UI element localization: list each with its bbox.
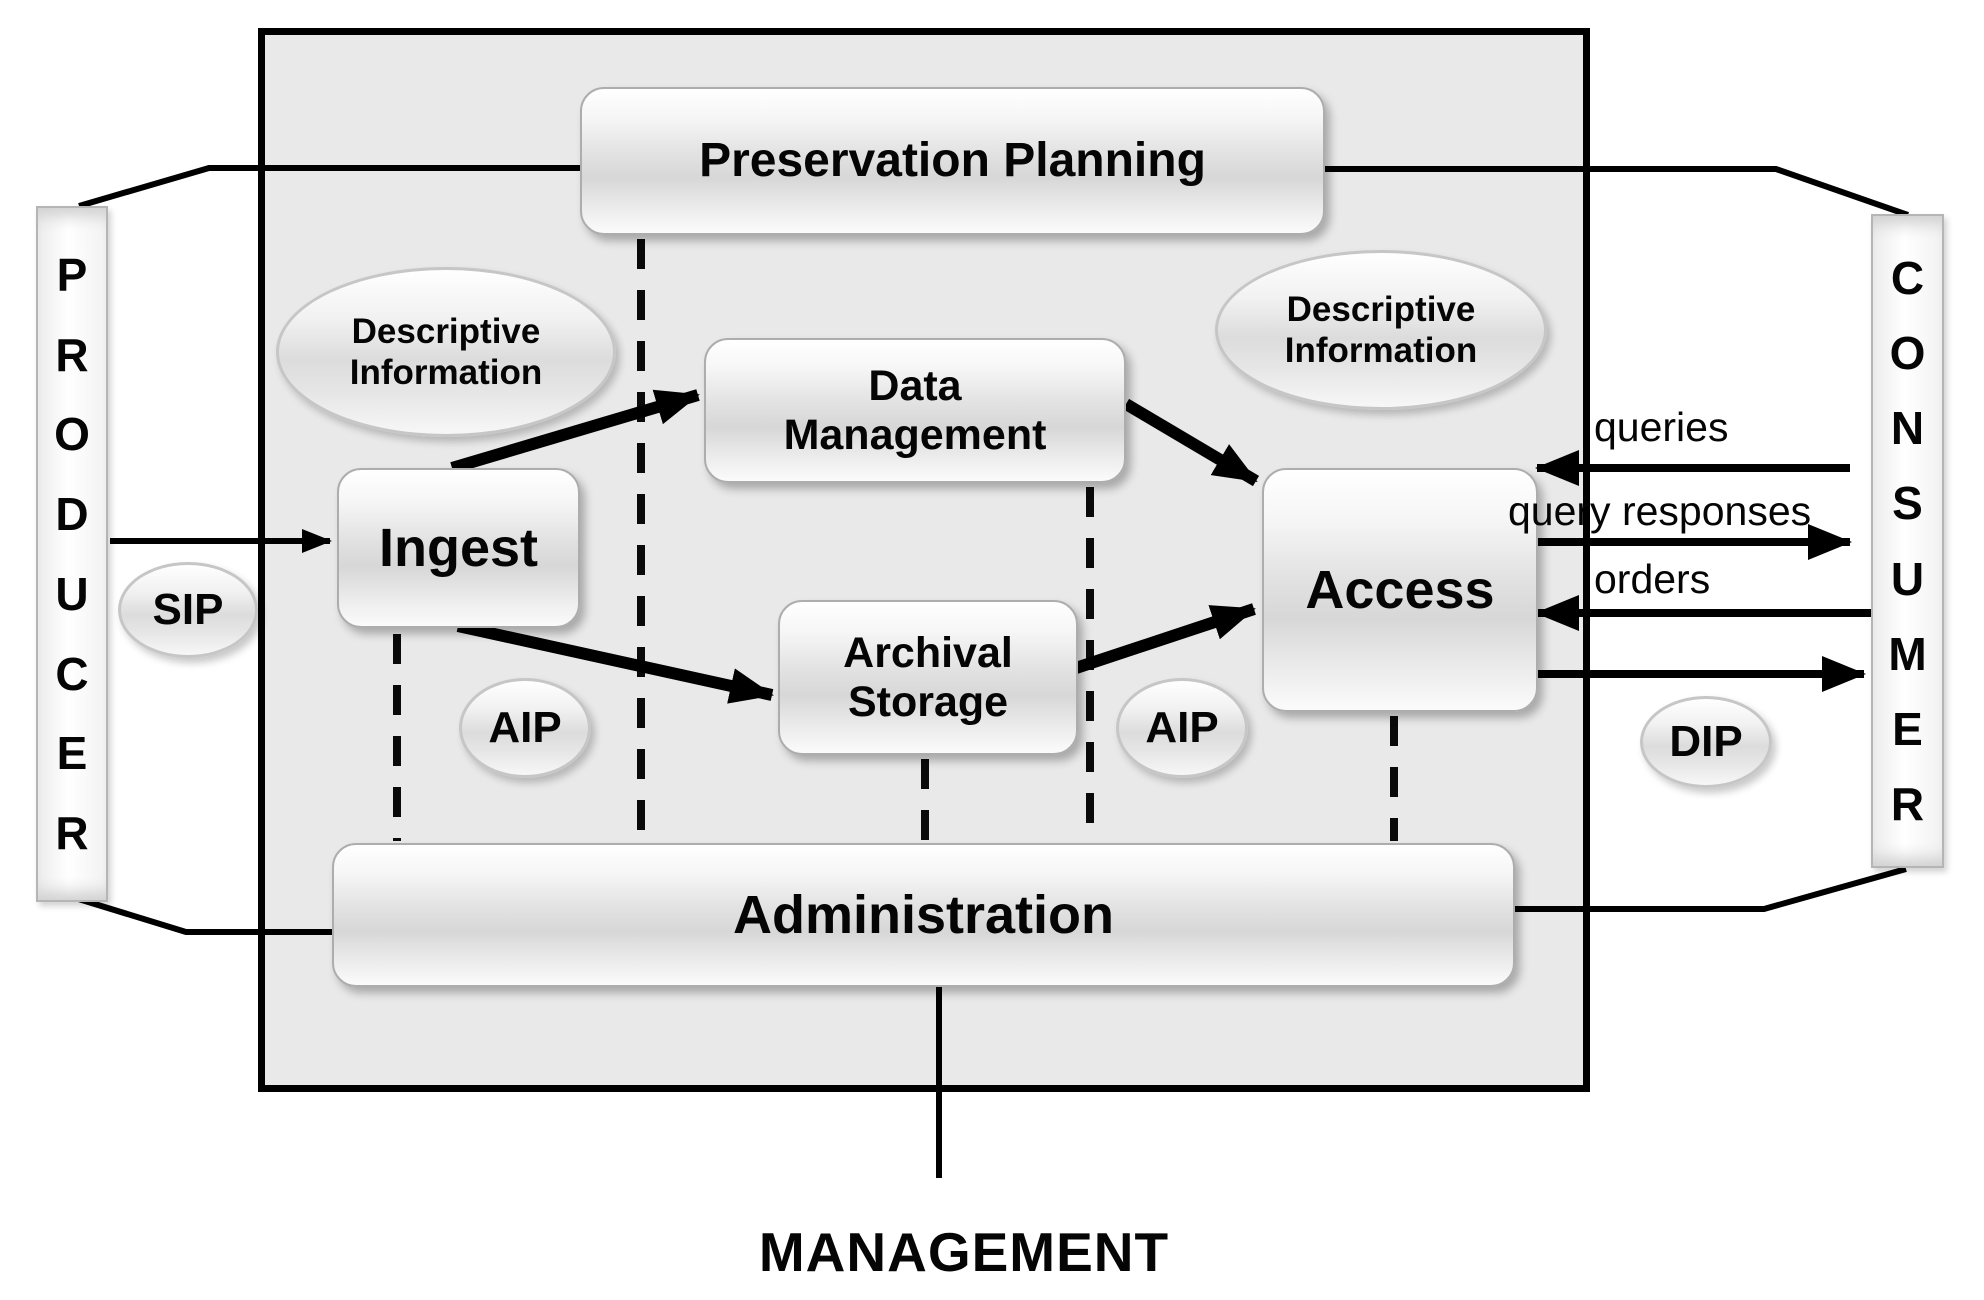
ellipse-descriptive-information-left: Descriptive Information bbox=[276, 267, 616, 437]
consumer-letter: M bbox=[1888, 627, 1927, 680]
aip-left-label: AIP bbox=[488, 703, 562, 753]
dip-label: DIP bbox=[1669, 717, 1743, 767]
box-archival-storage: Archival Storage bbox=[778, 600, 1078, 755]
administration-to-consumer-line bbox=[1514, 866, 1907, 912]
producer-bar: P R O D U C E R bbox=[36, 206, 108, 902]
data-management-label-line2: Management bbox=[783, 410, 1047, 459]
descriptive-information-right-line1: Descriptive bbox=[1286, 289, 1476, 329]
archival-storage-label-line2: Storage bbox=[847, 677, 1009, 726]
preservation-planning-to-consumer-line bbox=[1325, 166, 1909, 218]
consumer-letter: R bbox=[1890, 777, 1925, 830]
producer-letter: C bbox=[55, 647, 89, 700]
consumer-letter: O bbox=[1889, 327, 1926, 380]
sip-label: SIP bbox=[152, 585, 224, 635]
producer-letter: P bbox=[56, 248, 88, 301]
box-access: Access bbox=[1262, 468, 1538, 712]
descriptive-information-right-line2: Information bbox=[1284, 331, 1478, 370]
arrow-ingest-to-archival-storage bbox=[456, 620, 774, 704]
descriptive-information-left-line2: Information bbox=[349, 353, 543, 392]
producer-letter: D bbox=[55, 488, 89, 541]
ellipse-sip: SIP bbox=[118, 562, 258, 658]
preservation-planning-label: Preservation Planning bbox=[699, 134, 1206, 188]
consumer-letter: U bbox=[1890, 552, 1925, 605]
producer-to-administration-line bbox=[71, 894, 336, 935]
arrow-data-management-to-access bbox=[1122, 398, 1260, 487]
data-management-label-line1: Data bbox=[868, 362, 962, 411]
ingest-label: Ingest bbox=[378, 517, 539, 578]
queries-label: queries bbox=[1594, 404, 1729, 450]
access-label: Access bbox=[1305, 559, 1495, 620]
producer-letter: U bbox=[55, 567, 89, 620]
descriptive-information-left-line1: Descriptive bbox=[351, 311, 541, 351]
consumer-letter: S bbox=[1892, 477, 1923, 530]
orders-label: orders bbox=[1594, 556, 1711, 602]
consumer-bar: C O N S U M E R bbox=[1871, 214, 1944, 868]
producer-to-preservation-planning-line bbox=[78, 165, 580, 209]
ellipse-descriptive-information-right: Descriptive Information bbox=[1215, 250, 1547, 410]
ellipse-dip: DIP bbox=[1640, 696, 1772, 788]
producer-letter: O bbox=[54, 408, 90, 461]
consumer-letter: E bbox=[1892, 702, 1923, 755]
consumer-letter: C bbox=[1890, 252, 1925, 305]
arrow-ingest-to-data-management bbox=[450, 389, 700, 474]
box-administration: Administration bbox=[332, 843, 1515, 987]
box-ingest: Ingest bbox=[337, 468, 580, 628]
aip-right-label: AIP bbox=[1145, 703, 1219, 753]
producer-letter: E bbox=[56, 727, 88, 780]
ellipse-aip-left: AIP bbox=[459, 678, 591, 778]
box-data-management: Data Management bbox=[704, 338, 1126, 483]
producer-letter: R bbox=[55, 328, 89, 381]
ellipse-aip-right: AIP bbox=[1116, 678, 1248, 778]
query-responses-label: query responses bbox=[1508, 488, 1812, 534]
box-preservation-planning: Preservation Planning bbox=[580, 87, 1325, 235]
arrow-archival-storage-to-access bbox=[1074, 603, 1256, 674]
management-label: MANAGEMENT bbox=[758, 1221, 1170, 1283]
producer-letter: R bbox=[55, 807, 89, 860]
archival-storage-label-line1: Archival bbox=[843, 629, 1013, 678]
administration-label: Administration bbox=[732, 884, 1114, 945]
consumer-letter: N bbox=[1890, 402, 1925, 455]
